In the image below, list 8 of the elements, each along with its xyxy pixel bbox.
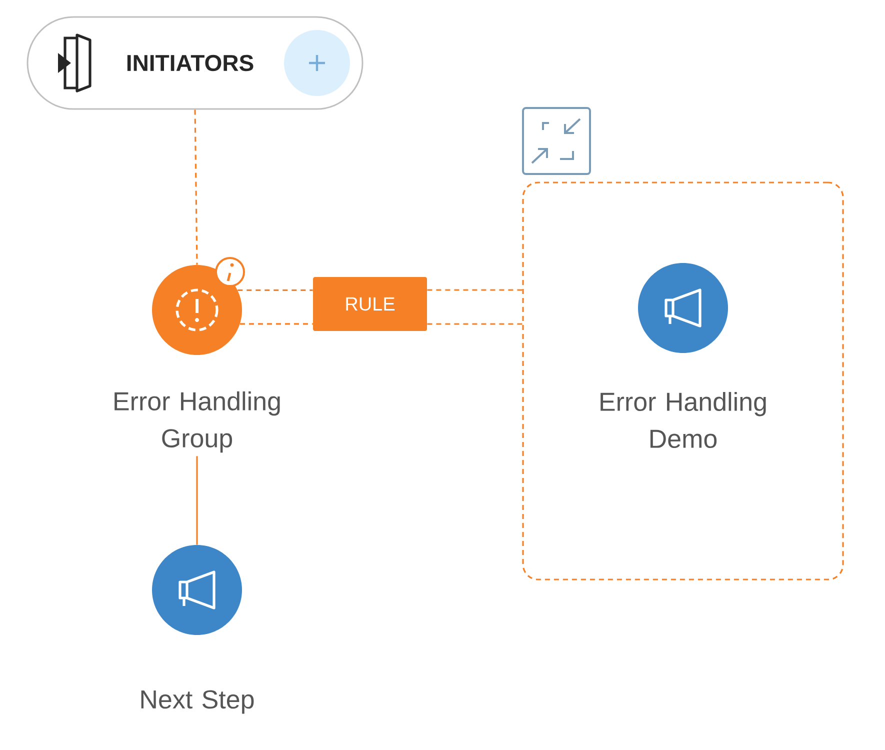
connector xyxy=(240,323,313,325)
step-label: Next Step xyxy=(141,690,254,714)
connector xyxy=(427,323,522,325)
step-label: Error Handling Demo xyxy=(600,392,766,448)
step-label: Error Handling Group xyxy=(114,391,280,453)
connector xyxy=(427,289,522,291)
connector xyxy=(196,456,198,545)
connector xyxy=(194,110,198,265)
